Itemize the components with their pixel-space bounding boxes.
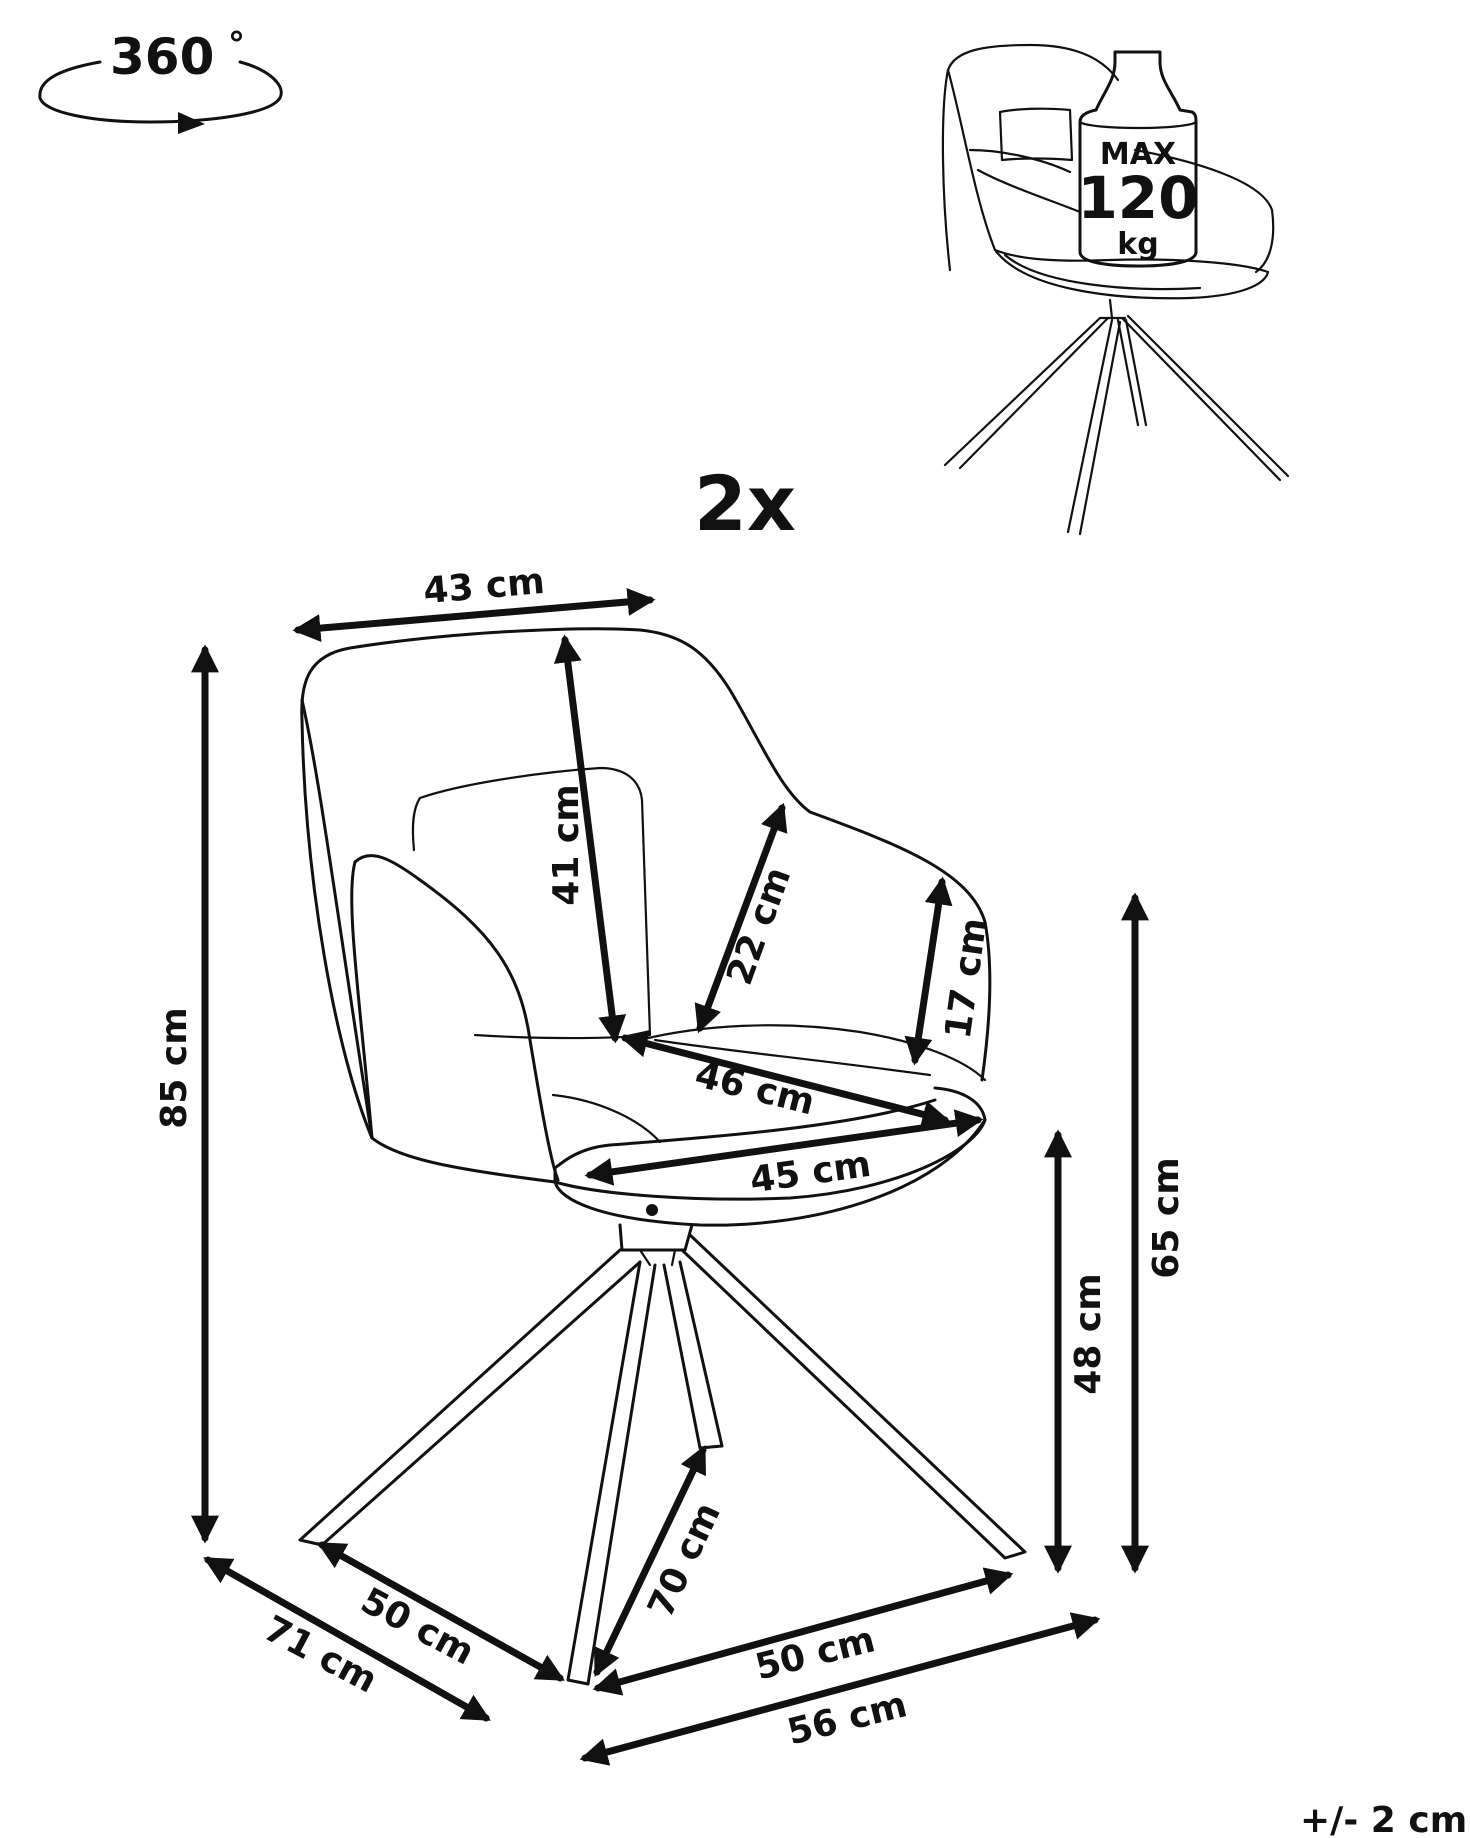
- dimension-arrows: [191, 587, 1149, 1766]
- dim-tolerance: +/- 2 cm: [1300, 1800, 1467, 1838]
- rotation-icon: 360 °: [38, 25, 283, 134]
- load-unit: kg: [1117, 227, 1158, 262]
- rotation-degree: °: [228, 25, 245, 65]
- dim-back-width: 43 cm: [422, 561, 547, 612]
- main-chair-illustration: [298, 627, 1027, 1686]
- dim-overall-height: 85 cm: [154, 1007, 195, 1128]
- small-chair-illustration: MAX 120 kg: [941, 43, 1290, 536]
- dim-backrest-height: 41 cm: [546, 784, 587, 905]
- rotation-label: 360: [110, 28, 214, 86]
- dim-seat-height: 48 cm: [1068, 1273, 1109, 1394]
- dim-armrest-height: 17 cm: [938, 915, 996, 1041]
- quantity-label: 2x: [694, 459, 796, 548]
- load-value: 120: [1077, 164, 1198, 232]
- dim-armrest-depth: 22 cm: [719, 862, 799, 990]
- dim-overall-width: 56 cm: [783, 1684, 911, 1753]
- dim-seat-depth: 46 cm: [691, 1054, 819, 1123]
- load-max-label: MAX: [1100, 137, 1176, 172]
- dim-arm-height: 65 cm: [1146, 1157, 1187, 1278]
